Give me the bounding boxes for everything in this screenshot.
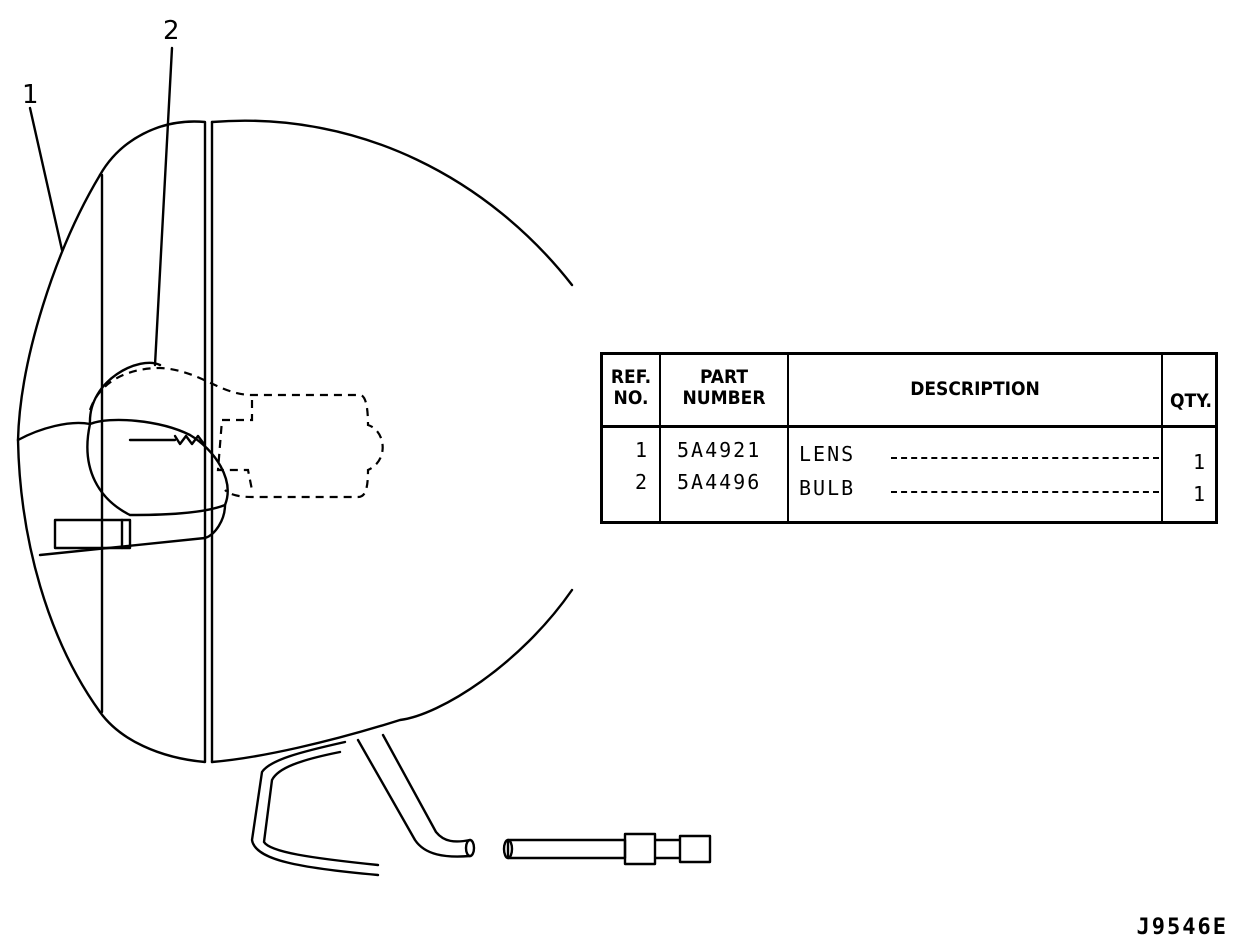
row-leader [891,491,1159,493]
cord-break-right [502,838,514,860]
filament-coil [173,434,206,446]
figure-id: J9546E [1136,915,1228,940]
hidden-bulb-inner [216,400,254,491]
mount-bracket-inner [262,750,380,867]
parts-table: REF. NO. PART NUMBER DESCRIPTION QTY. 1 … [600,352,1218,524]
cord-connector [623,832,712,866]
mount-bracket [250,740,380,877]
cord-end [506,838,627,860]
cutaway-lower [38,503,227,557]
cord-tube-inner [381,733,472,843]
housing-front-band [98,120,207,764]
header-qty: QTY. [1170,390,1212,412]
row-part-number: 5A4921 [677,438,762,462]
leader-1 [28,106,64,252]
header-description: DESCRIPTION [910,378,1040,400]
socket-clip [53,518,132,550]
row-part-number: 5A4496 [677,470,762,494]
table-col-divider [1161,355,1163,521]
cord-break-left [464,838,476,858]
row-ref: 1 [635,438,650,462]
cord-tube [356,738,472,858]
cutaway-edge [16,361,162,442]
header-part-number: PART NUMBER [682,366,766,409]
callout-ref-2: 2 [163,16,180,46]
row-qty: 1 [1193,450,1208,474]
hidden-bulb-outline [88,366,384,499]
row-description: LENS [799,442,856,466]
row-qty: 1 [1193,482,1208,506]
housing-rear-shell-lower [210,588,574,764]
leader-2 [153,46,174,367]
table-col-divider [659,355,661,521]
header-ref-no: REF. NO. [610,366,652,409]
row-description: BULB [799,476,856,500]
row-leader [891,457,1159,459]
table-col-divider [787,355,789,521]
table-header-row [603,355,1215,428]
row-ref: 2 [635,470,650,494]
callout-ref-1: 1 [22,80,39,110]
bulb-socket [86,418,229,517]
housing-rear-shell [210,119,574,287]
